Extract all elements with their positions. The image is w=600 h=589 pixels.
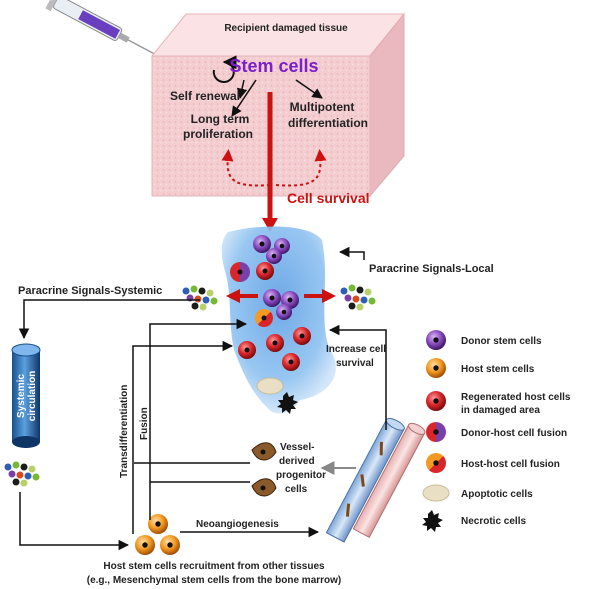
legend-label-2: in damaged area: [461, 405, 540, 416]
blood-vessel-icon: [325, 417, 426, 543]
legend-item-donor-host-fusion: Donor-host cell fusion: [426, 422, 567, 442]
self-renewal-cycle-icon: [212, 55, 237, 83]
vessel-label-1: Vessel-: [280, 442, 314, 453]
legend-item-apoptotic: Apoptotic cells: [422, 484, 533, 502]
increase-survival-label-2: survival: [336, 358, 374, 369]
increase-survival-arrow: [328, 324, 387, 430]
vessel-label-3: progenitor: [276, 470, 326, 481]
red-arrowhead-right: [322, 289, 336, 303]
self-renewal-label: Self renewal: [170, 89, 240, 103]
legend-label: Regenerated host cells: [461, 392, 571, 403]
cell-survival-label: Cell survival: [287, 190, 370, 206]
host-recruitment-label-2: (e.g., Mesenchymal stem cells from the b…: [87, 575, 342, 586]
legend-label: Host-host cell fusion: [461, 459, 560, 470]
vessel-derived-progenitor-cells: [251, 442, 277, 497]
circulation-signals-cluster: [4, 461, 40, 487]
long-term-label-2: proliferation: [183, 127, 253, 141]
main-red-arrowhead: [262, 218, 278, 232]
dotted-feedback-arrow-right: [275, 149, 327, 187]
legend-label: Host stem cells: [461, 364, 535, 375]
legend: Donor stem cells Host stem cells Regener…: [422, 330, 571, 532]
systemic-label-2: circulation: [27, 371, 38, 422]
vessel-label-4: cells: [285, 484, 308, 495]
paracrine-local-cluster: [340, 284, 376, 311]
paracrine-systemic-cluster: [182, 285, 218, 311]
multipotent-label-1: Multipotent: [290, 100, 355, 114]
arrow-to-circulation: [18, 299, 200, 340]
red-arrowhead-left: [226, 289, 240, 303]
legend-item-regenerated: Regenerated host cells in damaged area: [426, 391, 571, 416]
tissue-title: Recipient damaged tissue: [224, 23, 348, 34]
damaged-area-plume: [221, 226, 336, 414]
paracrine-local-arrow: [338, 246, 365, 260]
paracrine-systemic-label: Paracrine Signals-Systemic: [18, 285, 162, 297]
neoangiogenesis-label: Neoangiogenesis: [196, 519, 279, 530]
legend-label: Donor stem cells: [461, 336, 542, 347]
dotted-feedback-arrows: [221, 149, 271, 187]
long-term-label-1: Long term: [191, 112, 250, 126]
arrow-to-differentiation: [295, 79, 323, 99]
fusion-arrow: [149, 318, 248, 520]
legend-label: Necrotic cells: [461, 516, 526, 527]
syringe-icon: [37, 0, 158, 57]
systemic-circulation-tube: [11, 343, 41, 448]
systemic-label-1: Systemic: [16, 374, 27, 418]
increase-survival-label-1: Increase cell: [326, 344, 386, 355]
tissue-block: [150, 12, 406, 198]
apoptotic-cell-icon: [422, 484, 450, 502]
legend-item-donor: Donor stem cells: [426, 330, 542, 350]
legend-item-host-host-fusion: Host-host cell fusion: [426, 453, 560, 473]
vessel-label-2: derived: [279, 456, 315, 467]
arrow-to-self-renewal: [236, 79, 248, 100]
transdifferentiation-arrow: [132, 340, 234, 534]
multipotent-label-2: differentiation: [288, 116, 368, 130]
transdifferentiation-label: Transdifferentiation: [119, 385, 130, 478]
host-stem-cells-cluster: [135, 514, 180, 555]
legend-item-host: Host stem cells: [426, 358, 535, 378]
host-recruitment-label-1: Host stem cells recruitment from other t…: [103, 561, 325, 572]
stem-cells-label: Stem cells: [229, 56, 318, 76]
necrotic-cell-icon: [422, 510, 443, 532]
arrow-to-host-recruitment: [19, 492, 130, 551]
fusion-label: Fusion: [139, 407, 150, 440]
legend-item-necrotic: Necrotic cells: [422, 510, 526, 532]
legend-label: Donor-host cell fusion: [461, 428, 567, 439]
paracrine-local-label: Paracrine Signals-Local: [369, 263, 494, 275]
legend-label: Apoptotic cells: [461, 489, 533, 500]
plume-cells: [230, 235, 311, 414]
